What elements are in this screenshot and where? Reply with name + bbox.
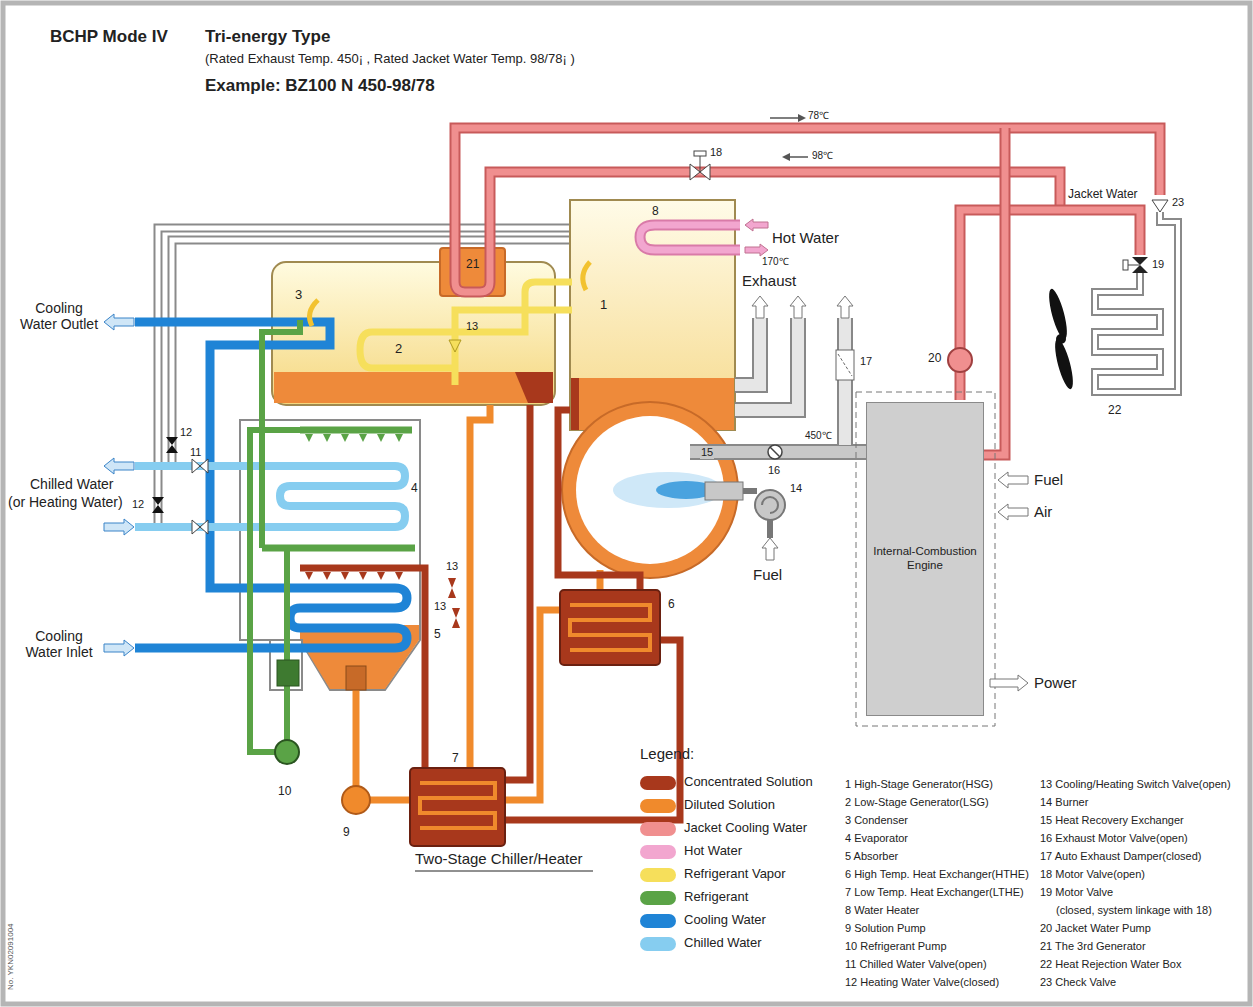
part-list-item: 20 Jacket Water Pump bbox=[1040, 922, 1151, 935]
legend-swatch bbox=[640, 845, 676, 859]
callout-number: 12 bbox=[132, 498, 144, 511]
legend-text: Chilled Water bbox=[684, 936, 762, 951]
part-list-item: 19 Motor Valve bbox=[1040, 886, 1113, 899]
legend-text: Hot Water bbox=[684, 844, 742, 859]
part-list-item: 23 Check Valve bbox=[1040, 976, 1116, 989]
label-text: Two-Stage Chiller/Heater bbox=[415, 850, 583, 867]
drawing-number: No. YKN02091004 bbox=[6, 923, 15, 990]
callout-number: 13 bbox=[446, 560, 458, 573]
legend-swatch bbox=[640, 799, 676, 813]
label-text: 170℃ bbox=[762, 256, 789, 268]
part-list-item: (closed, system linkage with 18) bbox=[1056, 904, 1212, 917]
callout-number: 20 bbox=[928, 352, 941, 366]
callout-number: 16 bbox=[768, 464, 780, 477]
part-list-item: 12 Heating Water Valve(closed) bbox=[845, 976, 999, 989]
part-list-item: 4 Evaporator bbox=[845, 832, 908, 845]
callout-number: 7 bbox=[452, 752, 459, 766]
part-list-item: 7 Low Temp. Heat Exchanger(LTHE) bbox=[845, 886, 1024, 899]
legend-text: Jacket Cooling Water bbox=[684, 821, 807, 836]
callout-number: 1 bbox=[600, 298, 607, 313]
callout-number: 5 bbox=[434, 628, 441, 642]
callout-number: 14 bbox=[790, 482, 802, 495]
part-list-item: 14 Burner bbox=[1040, 796, 1088, 809]
label-text: (Rated Exhaust Temp. 450¡ , Rated Jacket… bbox=[205, 52, 575, 67]
label-text: Jacket Water bbox=[1068, 188, 1138, 202]
part-list-item: 1 High-Stage Generator(HSG) bbox=[845, 778, 993, 791]
legend-text: Refrigerant Vapor bbox=[684, 867, 786, 882]
engine-box: Internal-Combustion Engine bbox=[866, 402, 984, 716]
label-text: Tri-energy Type bbox=[205, 27, 330, 47]
callout-number: 10 bbox=[278, 785, 291, 799]
part-list-item: 15 Heat Recovery Exchanger bbox=[1040, 814, 1184, 827]
callout-number: 9 bbox=[343, 826, 350, 840]
legend-swatch bbox=[640, 914, 676, 928]
part-list-item: 22 Heat Rejection Water Box bbox=[1040, 958, 1181, 971]
legend-swatch bbox=[640, 891, 676, 905]
part-list-item: 17 Auto Exhaust Damper(closed) bbox=[1040, 850, 1201, 863]
part-list-item: 18 Motor Valve(open) bbox=[1040, 868, 1145, 881]
callout-number: 13 bbox=[434, 600, 446, 613]
label-text: Example: BZ100 N 450-98/78 bbox=[205, 76, 435, 96]
callout-number: 8 bbox=[652, 205, 659, 219]
legend-text: Cooling Water bbox=[684, 913, 766, 928]
label-text: Legend: bbox=[640, 745, 694, 762]
label-text: Exhaust bbox=[742, 272, 796, 289]
legend-swatch bbox=[640, 822, 676, 836]
part-list-item: 9 Solution Pump bbox=[845, 922, 926, 935]
callout-number: 4 bbox=[411, 482, 418, 496]
label-text: Hot Water bbox=[772, 229, 839, 246]
label-text: Fuel bbox=[753, 566, 782, 583]
callout-number: 18 bbox=[710, 146, 722, 159]
callout-number: 17 bbox=[860, 355, 872, 368]
label-text: Air bbox=[1034, 503, 1052, 520]
legend-text: Concentrated Solution bbox=[684, 775, 813, 790]
callout-number: 2 bbox=[395, 342, 402, 357]
label-text: Chilled Water bbox=[30, 476, 114, 492]
part-list-item: 21 The 3rd Generator bbox=[1040, 940, 1146, 953]
legend-text: Diluted Solution bbox=[684, 798, 775, 813]
callout-number: 19 bbox=[1152, 258, 1164, 271]
callout-number: 15 bbox=[700, 446, 714, 459]
part-list-item: 8 Water Heater bbox=[845, 904, 919, 917]
legend-swatch bbox=[640, 868, 676, 882]
part-list-item: 3 Condenser bbox=[845, 814, 908, 827]
callout-number: 3 bbox=[295, 288, 302, 303]
label-text: Fuel bbox=[1034, 471, 1063, 488]
label-text: 450℃ bbox=[805, 430, 832, 442]
label-text: 98℃ bbox=[812, 150, 833, 162]
label-text: Power bbox=[1034, 674, 1077, 691]
callout-number: 12 bbox=[180, 426, 192, 439]
callout-number: 13 bbox=[466, 320, 478, 333]
callout-number: 6 bbox=[668, 598, 675, 612]
callout-number: 22 bbox=[1108, 404, 1121, 418]
legend-text: Refrigerant bbox=[684, 890, 748, 905]
callout-number: 21 bbox=[466, 258, 479, 272]
diagram-title: BCHP Mode IV bbox=[50, 27, 168, 47]
legend-swatch bbox=[640, 937, 676, 951]
label-text: Cooling Water Inlet bbox=[16, 628, 102, 660]
legend-swatch bbox=[640, 776, 676, 790]
part-list-item: 13 Cooling/Heating Switch Valve(open) bbox=[1040, 778, 1231, 791]
part-list-item: 2 Low-Stage Generator(LSG) bbox=[845, 796, 989, 809]
part-list-item: 10 Refrigerant Pump bbox=[845, 940, 947, 953]
part-list-item: 6 High Temp. Heat Exchanger(HTHE) bbox=[845, 868, 1029, 881]
label-text: (or Heating Water) bbox=[8, 494, 123, 510]
callout-number: 11 bbox=[190, 446, 201, 459]
part-list-item: 16 Exhaust Motor Valve(open) bbox=[1040, 832, 1188, 845]
part-list-item: 11 Chilled Water Valve(open) bbox=[845, 958, 987, 971]
node-text: Internal-Combustion Engine bbox=[867, 545, 983, 573]
label-text: Cooling Water Outlet bbox=[16, 300, 102, 332]
part-list-item: 5 Absorber bbox=[845, 850, 898, 863]
callout-number: 23 bbox=[1172, 196, 1184, 209]
label-text: 78℃ bbox=[808, 110, 829, 122]
